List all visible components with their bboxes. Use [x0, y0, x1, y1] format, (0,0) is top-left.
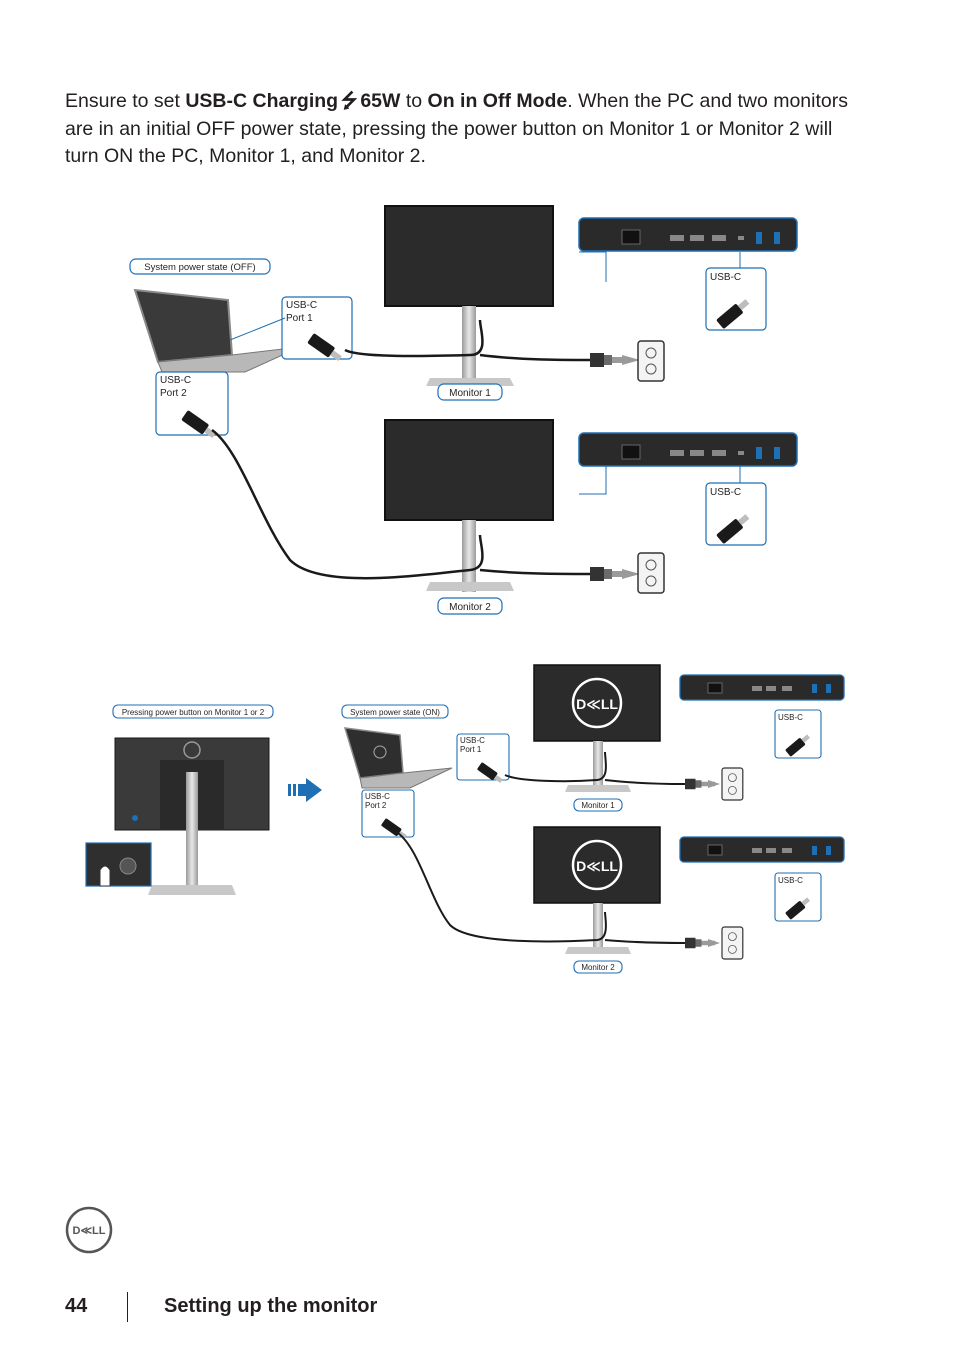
dell-logo-text: D≪LL: [73, 1225, 106, 1237]
port-2-label-line1: USB-C: [160, 375, 191, 386]
monitor-1-port-panel: [578, 217, 798, 252]
system-state-off-label: System power state (OFF): [144, 262, 255, 273]
monitor-2-on: D≪LL: [533, 826, 661, 954]
usb-c-callout-monitor-2: [705, 482, 767, 546]
monitor-2-port-panel: [578, 432, 798, 467]
usb-c-port-2-callout: [155, 371, 229, 436]
usb-c-callout-2-label: USB-C: [778, 876, 803, 885]
dell-logo-screen-2: D≪LL: [576, 858, 618, 874]
monitor-2-label: Monitor 2: [449, 602, 491, 613]
port-2-label-line1: USB-C: [365, 792, 390, 801]
power-button-zoom: [85, 842, 152, 887]
wall-outlet-icon: [637, 340, 665, 382]
wall-outlet-icon: [721, 767, 744, 801]
monitor-1: [384, 205, 554, 386]
monitor-2: [384, 419, 554, 592]
footer-divider: [127, 1292, 128, 1322]
monitor-1-on: D≪LL: [533, 664, 661, 792]
laptop-off: [133, 288, 301, 373]
monitor-1-label: Monitor 1: [449, 388, 491, 399]
bottom-diagram: Pressing power button on Monitor 1 or 2 …: [85, 664, 845, 974]
port-1-label-line1: USB-C: [286, 300, 317, 311]
monitor-1-on-label: Monitor 1: [581, 801, 615, 810]
65w-term: 65W: [360, 90, 401, 112]
usb-c-port-1-callout: [281, 296, 353, 360]
laptop-on: [343, 727, 453, 789]
dell-logo-icon: D≪LL: [65, 1206, 113, 1254]
usb-c-callout-2-label: USB-C: [710, 487, 741, 498]
usb-c-power-icon: ⭍: [341, 90, 358, 112]
monitor-back-view: [114, 737, 270, 895]
section-title: Setting up the monitor: [164, 1295, 378, 1317]
finger-press-icon: [99, 865, 111, 887]
usb-c-callout-monitor-1: [705, 267, 767, 331]
on-in-off-mode-term: On in Off Mode: [427, 90, 568, 112]
page-number: 44: [65, 1295, 88, 1317]
usb-c-charging-term: USB-C Charging: [185, 90, 339, 112]
dell-logo-screen-1: D≪LL: [576, 696, 618, 712]
usb-c-callout-1-label: USB-C: [778, 713, 803, 722]
port-1-label-line2: Port 1: [286, 313, 313, 324]
intro-text-3: . When the PC and two monitors are in an…: [65, 90, 848, 167]
intro-text-1: Ensure to set: [65, 90, 186, 112]
port-1-label-line1: USB-C: [460, 736, 485, 745]
usb-c-callout-1-label: USB-C: [710, 272, 741, 283]
wall-outlet-icon: [721, 926, 744, 960]
pressing-power-button-label: Pressing power button on Monitor 1 or 2: [122, 708, 265, 717]
port-2-label-line2: Port 2: [365, 801, 387, 810]
wall-outlet-icon: [637, 552, 665, 594]
top-diagram: System power state (OFF) USB-C Port 1 US…: [129, 205, 798, 615]
system-state-off-badge: [129, 258, 271, 275]
monitor-2-on-label: Monitor 2: [581, 963, 615, 972]
system-state-on-label: System power state (ON): [350, 708, 440, 717]
intro-paragraph: Ensure to set USB-C Charging⭍65W to On i…: [65, 88, 865, 171]
port-2-label-line2: Port 2: [160, 388, 187, 399]
intro-text-2: to: [400, 90, 428, 112]
port-1-label-line2: Port 1: [460, 745, 482, 754]
right-arrow-icon: [288, 778, 322, 802]
